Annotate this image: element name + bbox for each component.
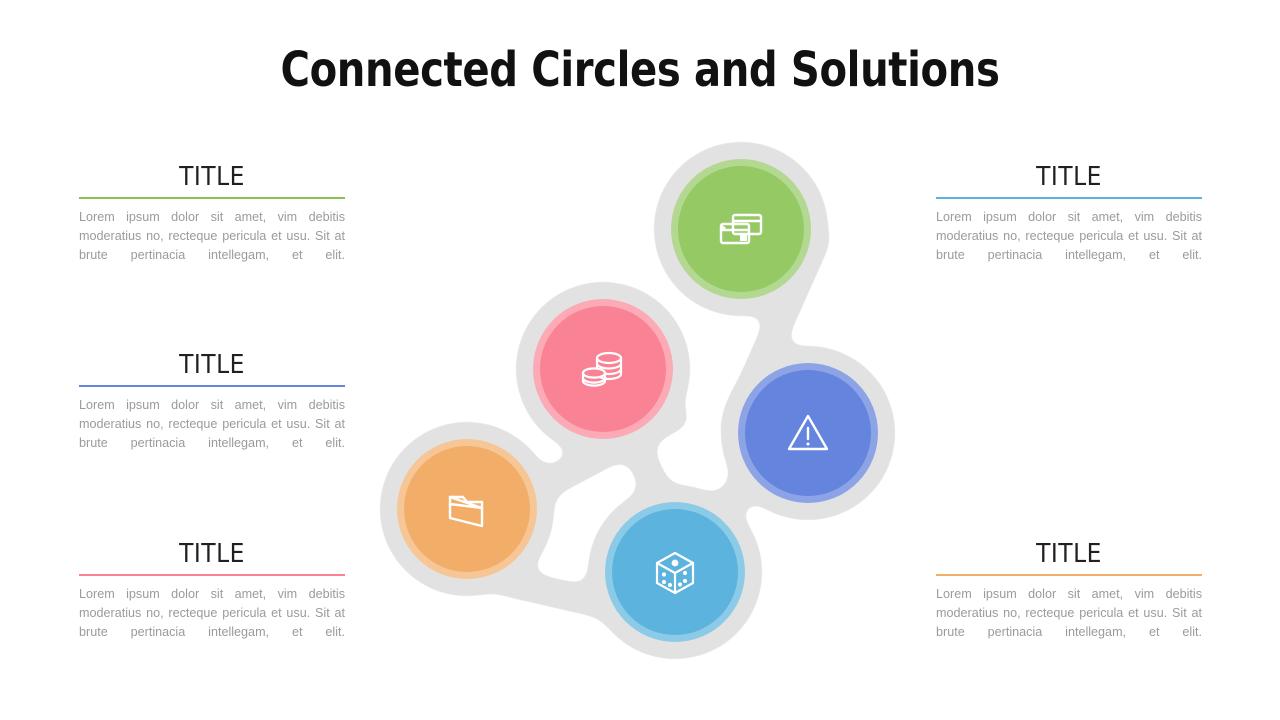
warning-triangle-icon [787,414,829,451]
block-divider [936,573,1202,576]
connected-circles-diagram [378,138,902,666]
text-block-left-1: TITLE Lorem ipsum dolor sit amet, vim de… [79,163,345,285]
text-block-right-1: TITLE Lorem ipsum dolor sit amet, vim de… [936,163,1202,285]
coins-stack-icon [581,351,623,387]
block-title: TITLE [179,162,245,192]
text-block-left-2: TITLE Lorem ipsum dolor sit amet, vim de… [79,351,345,473]
node-fill [540,306,666,432]
page-title: Connected Circles and Solutions [280,42,1000,98]
block-body: Lorem ipsum dolor sit amet, vim debitis … [936,209,1202,263]
block-divider [79,573,345,576]
node-fill [404,446,530,572]
block-body: Lorem ipsum dolor sit amet, vim debitis … [936,586,1202,640]
block-divider [79,384,345,387]
block-body: Lorem ipsum dolor sit amet, vim debitis … [79,397,345,451]
node-coins[interactable] [533,299,673,439]
node-folder[interactable] [397,439,537,579]
text-block-right-2: TITLE Lorem ipsum dolor sit amet, vim de… [936,540,1202,662]
text-block-left-3: TITLE Lorem ipsum dolor sit amet, vim de… [79,540,345,662]
block-divider [936,196,1202,199]
block-title: TITLE [179,539,245,569]
block-divider [79,196,345,199]
block-body: Lorem ipsum dolor sit amet, vim debitis … [79,209,345,263]
dice-cube-icon [655,551,695,595]
block-title: TITLE [1036,539,1102,569]
credit-cards-icon [719,213,763,245]
folder-icon [448,495,484,528]
block-body: Lorem ipsum dolor sit amet, vim debitis … [79,586,345,640]
block-title: TITLE [1036,162,1102,192]
block-title: TITLE [179,350,245,380]
